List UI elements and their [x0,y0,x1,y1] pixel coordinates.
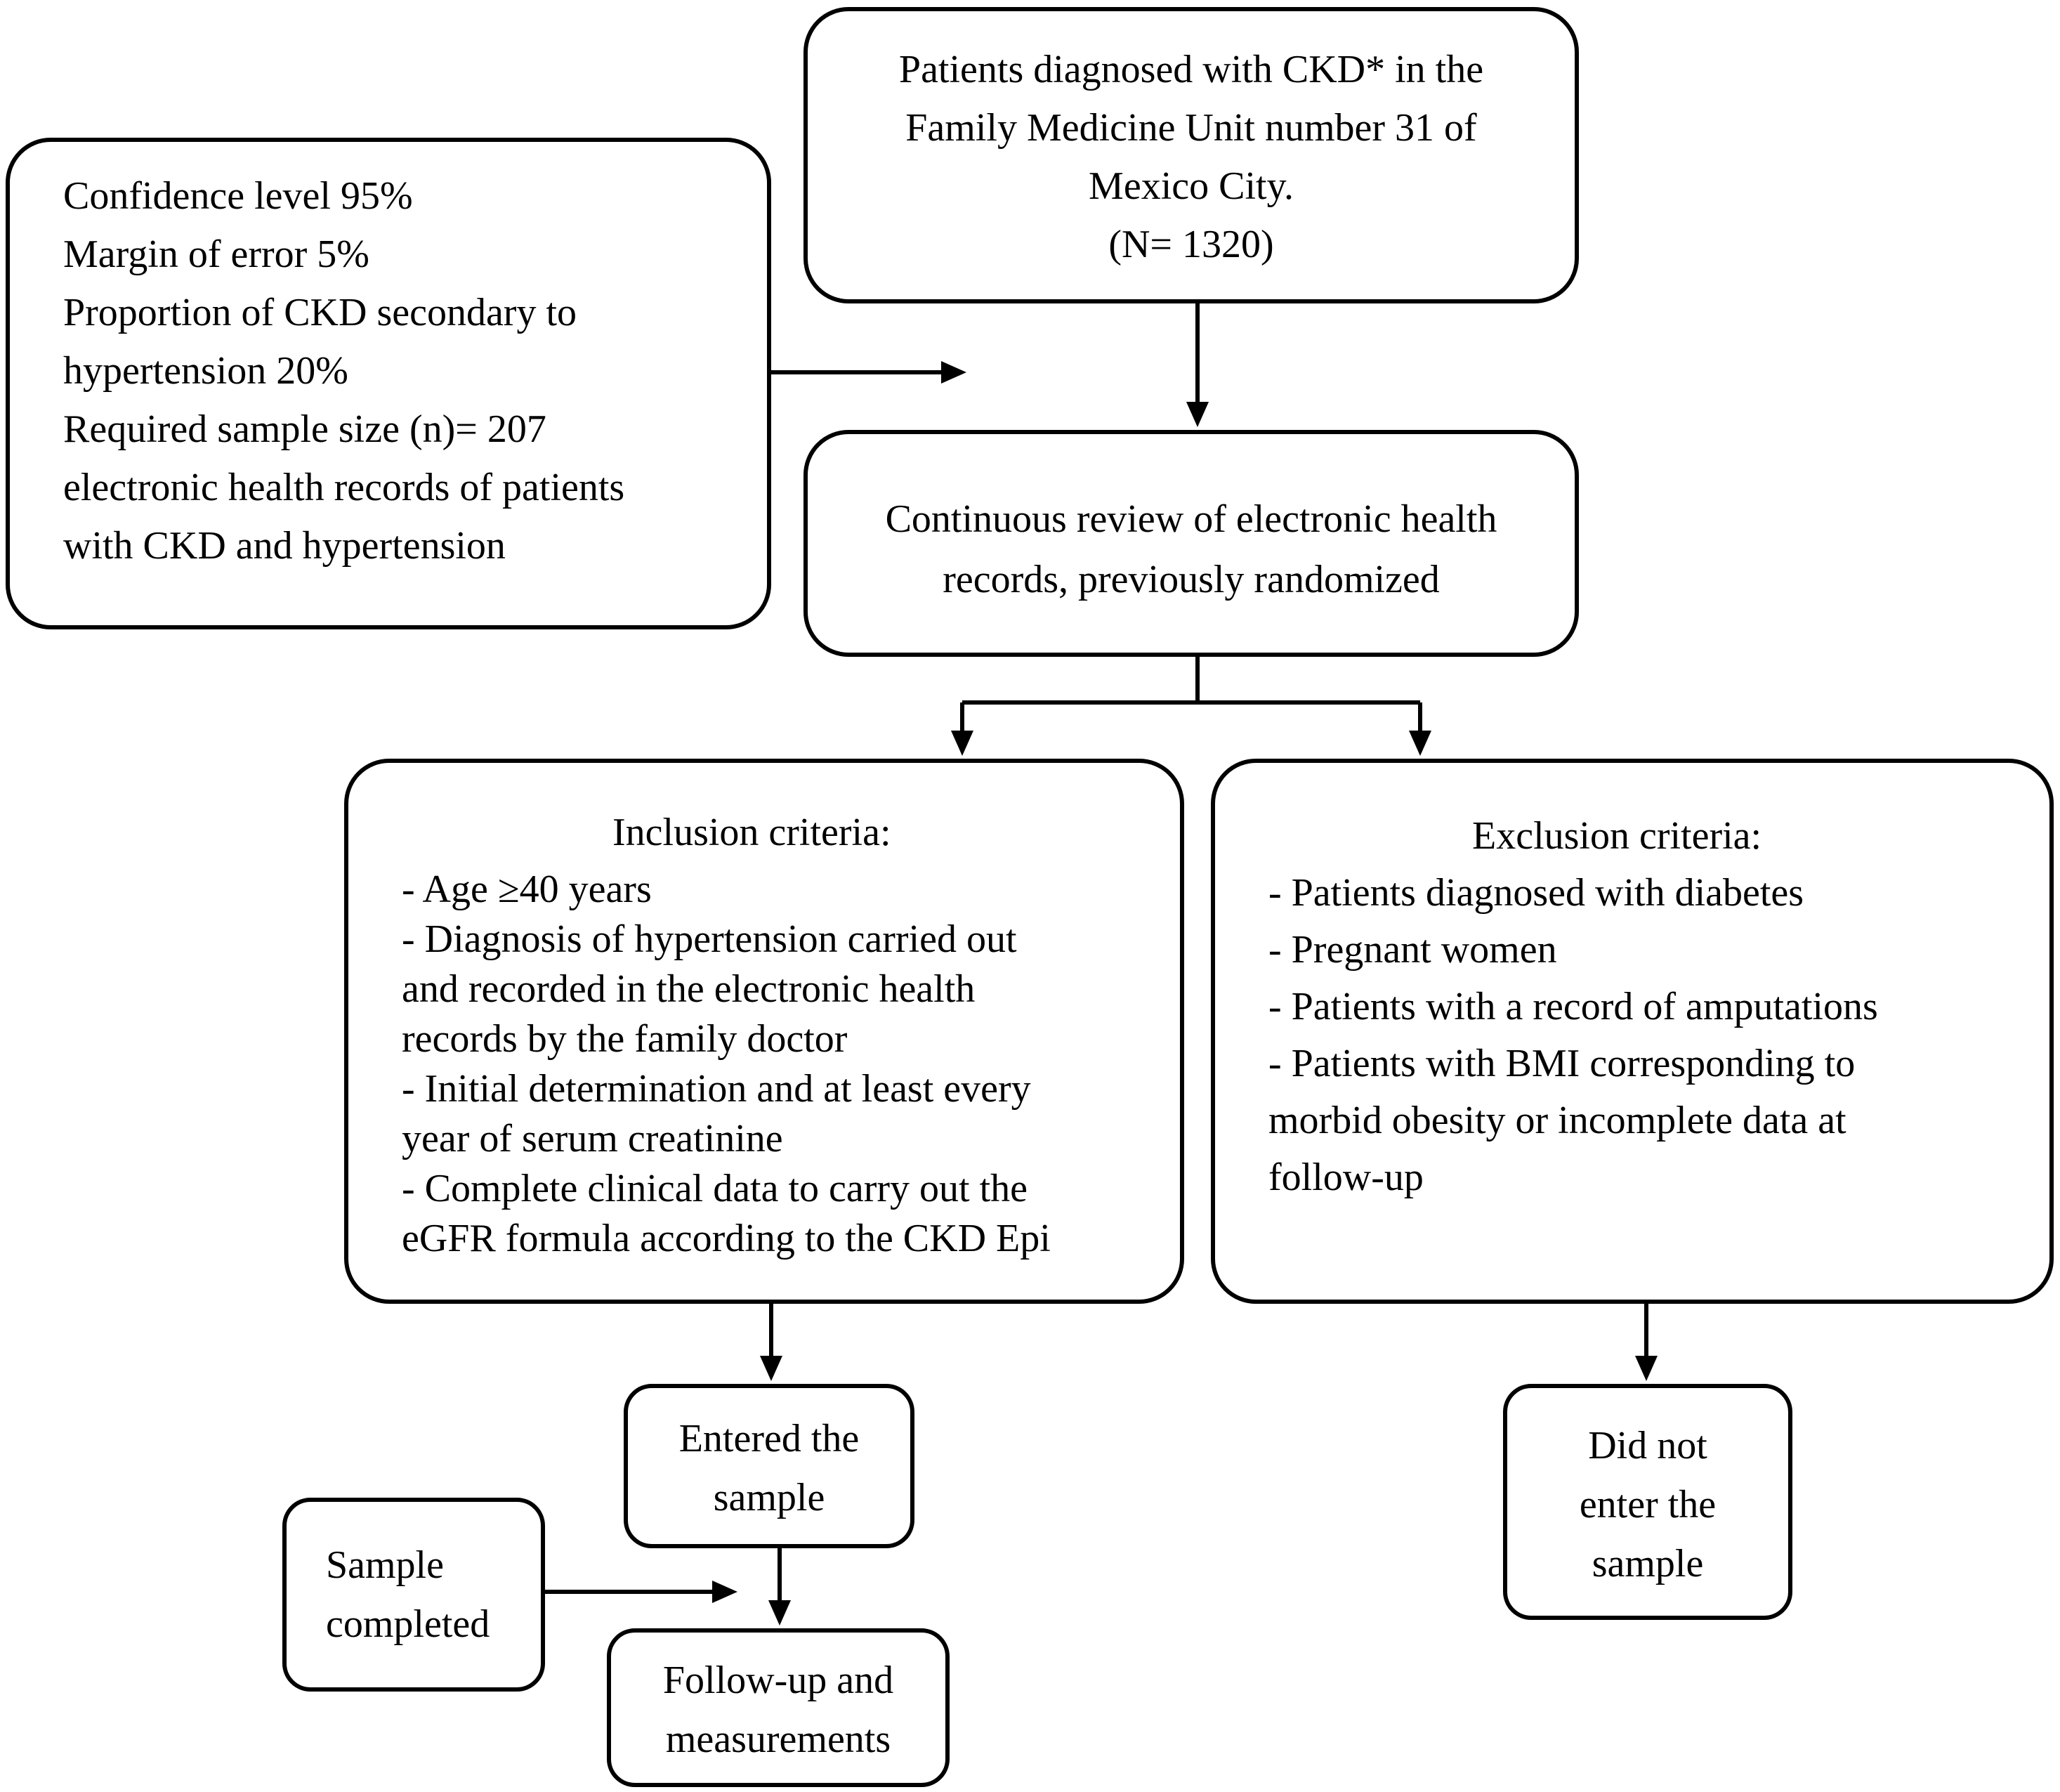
review-line: records, previously randomized [943,558,1440,601]
exclusion-line: - Pregnant women [1268,928,1557,972]
inclusion-line: - Complete clinical data to carry out th… [402,1167,1028,1210]
exclusion-title: Exclusion criteria: [1472,814,1762,858]
sample-size-line: with CKD and hypertension [63,524,506,568]
sample-size-line: hypertension 20% [63,349,348,393]
entered-line: sample [713,1476,825,1519]
not-entered-line: sample [1592,1542,1704,1585]
sample-size-line: Confidence level 95% [63,174,413,218]
arrow-review-split [951,657,1431,756]
sample-size-line: electronic health records of patients [63,466,625,509]
not-entered-sample-box: Did not enter the sample [1503,1384,1792,1620]
inclusion-line: and recorded in the electronic health [402,967,976,1011]
review-box: Continuous review of electronic health r… [803,430,1579,657]
exclusion-line: - Patients with a record of amputations [1268,985,1878,1028]
arrow-samplesize-to-flow [771,361,966,384]
inclusion-line: - Age ≥40 years [402,868,652,911]
followup-line: Follow-up and [662,1659,894,1702]
sample-completed-box: Sample completed [282,1498,545,1692]
not-entered-line: enter the [1579,1483,1717,1526]
inclusion-line: - Initial determination and at least eve… [402,1067,1031,1111]
exclusion-criteria-box: Exclusion criteria: - Patients diagnosed… [1211,759,2054,1304]
sample-size-line: Required sample size (n)= 207 [63,407,546,451]
population-line: (N= 1320) [1108,223,1274,266]
not-entered-line: Did not [1588,1424,1707,1467]
completed-line: completed [326,1602,490,1646]
population-line: Patients diagnosed with CKD* in the [898,48,1484,91]
inclusion-title: Inclusion criteria: [612,811,891,854]
entered-sample-box: Entered the sample [624,1384,914,1548]
inclusion-line: eGFR formula according to the CKD Epi [402,1217,1051,1260]
population-line: Family Medicine Unit number 31 of [905,106,1477,150]
exclusion-line: - Patients diagnosed with diabetes [1268,871,1804,915]
inclusion-line: year of serum creatinine [402,1117,783,1160]
sample-size-box: Confidence level 95% Margin of error 5% … [6,138,771,629]
arrow-inclusion-to-entered [760,1304,782,1381]
sample-size-line: Margin of error 5% [63,233,369,276]
inclusion-criteria-box: Inclusion criteria: - Age ≥40 years - Di… [344,759,1184,1304]
inclusion-line: - Diagnosis of hypertension carried out [402,917,1017,961]
arrow-population-to-review [1186,303,1209,427]
arrow-exclusion-to-notentered [1635,1304,1658,1381]
inclusion-line: records by the family doctor [402,1017,848,1061]
exclusion-line: morbid obesity or incomplete data at [1268,1099,1846,1142]
followup-line: measurements [665,1718,891,1761]
population-line: Mexico City. [1089,164,1294,208]
arrow-entered-to-followup [768,1548,791,1626]
population-box: Patients diagnosed with CKD* in the Fami… [803,7,1579,303]
review-line: Continuous review of electronic health [885,497,1497,541]
exclusion-line: follow-up [1268,1156,1424,1199]
exclusion-line: - Patients with BMI corresponding to [1268,1042,1856,1085]
completed-line: Sample [326,1543,444,1587]
arrow-completed-to-followup [545,1581,737,1603]
followup-box: Follow-up and measurements [607,1628,950,1787]
entered-line: Entered the [678,1417,860,1460]
sample-size-line: Proportion of CKD secondary to [63,291,577,334]
